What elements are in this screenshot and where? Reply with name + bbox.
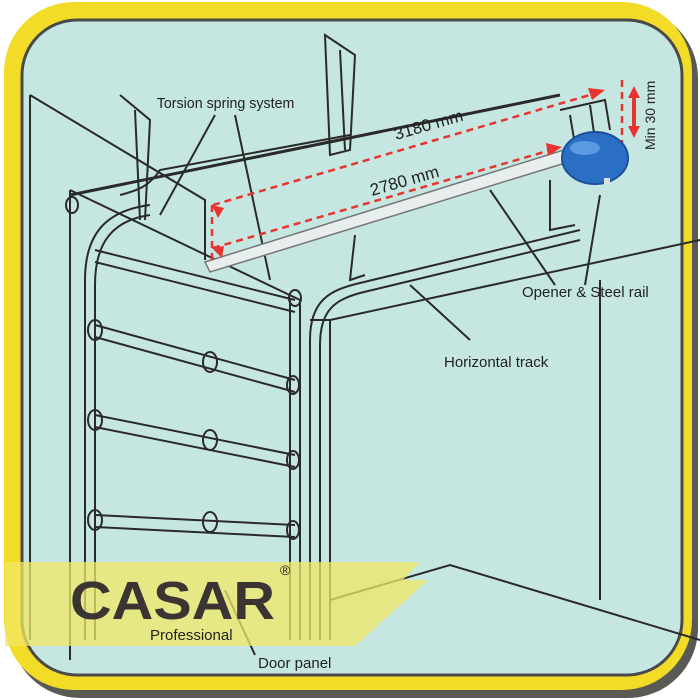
clearance-arrow-shaft <box>632 96 636 128</box>
label-horizontal-track: Horizontal track <box>444 354 549 371</box>
logo-tagline: Professional <box>150 627 233 644</box>
diagram-background <box>20 18 684 677</box>
logo-registered-mark: ® <box>280 562 291 578</box>
casar-logo: CASAR ® Professional <box>70 562 291 644</box>
logo-brand: CASAR <box>70 571 275 631</box>
label-min-30mm: Min 30 mm <box>642 81 658 150</box>
dimension-arrows <box>212 86 640 258</box>
logo-band <box>5 562 428 646</box>
label-torsion-spring: Torsion spring system <box>157 96 295 112</box>
dimension-lines <box>210 80 624 260</box>
label-door-panel: Door panel <box>258 655 331 672</box>
label-opener-rail: Opener & Steel rail <box>522 284 649 301</box>
opener-motor <box>561 131 629 185</box>
